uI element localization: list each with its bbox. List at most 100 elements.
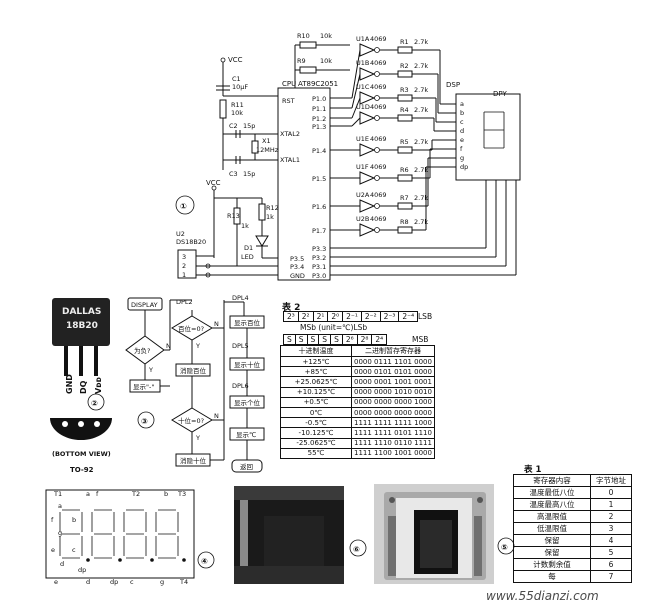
bits-lsb-cell-0: 2³ <box>283 311 299 322</box>
table2-decimal-cell: +125℃ <box>280 355 352 368</box>
figure-number-2: ② <box>91 399 98 408</box>
table1-content-cell: 每 <box>513 570 591 583</box>
table2-binary-cell: 1111 1110 0110 1111 <box>351 437 435 449</box>
resistor-value-6: 2.7k <box>414 194 428 202</box>
cpu-pin-left-2: GND <box>290 272 305 280</box>
display-dp-3 <box>182 558 186 562</box>
c3-label: C3 <box>229 170 238 178</box>
table1-content-cell: 高温限值 <box>513 510 591 523</box>
cpu-pin-left-0: P3.5 <box>290 255 304 263</box>
svg-text:1: 1 <box>182 271 186 279</box>
display-bottom-pin-1: d <box>86 578 90 586</box>
x1-label: X1 <box>262 137 271 145</box>
c1-value: 10μF <box>232 83 248 91</box>
dsp-seg-b: b <box>460 109 464 117</box>
table2-lsb-label: LSB <box>418 312 433 321</box>
svg-text:2: 2 <box>182 262 186 270</box>
r11-value: 10k <box>231 109 243 117</box>
table2-msb-label: MSB <box>412 335 429 344</box>
flow-tens-question: 十位=0? <box>178 416 204 425</box>
display-seg-g: g <box>58 529 62 537</box>
table2-binary-cell: 0000 0111 1101 0000 <box>351 355 435 368</box>
package-part: 18B20 <box>66 321 98 331</box>
dsp-seg-f: f <box>460 145 463 153</box>
figure-number-3: ③ <box>141 417 148 426</box>
table1-content-cell: 保留 <box>513 546 591 559</box>
bits-msb-cell-6: 2⁸ <box>356 334 373 345</box>
r12-value: 1k <box>266 213 274 221</box>
package-pin-vdd: Vᴅᴅ <box>94 377 103 394</box>
package-pin-gnd: GND <box>65 374 74 394</box>
r13-value: 1k <box>241 222 249 230</box>
resistor-value-4: 2.7k <box>414 138 428 146</box>
gate-u2a: U2A <box>356 191 370 199</box>
d1-value: LED <box>241 253 254 261</box>
table1-address-cell: 3 <box>590 522 632 535</box>
flow-dpl2: DPL2 <box>176 298 193 306</box>
table2-decimal-cell: -10.125℃ <box>280 427 352 439</box>
table2-binary-cell: 1111 1111 0101 1110 <box>351 427 435 439</box>
figure-number-6: ⑥ <box>353 545 360 554</box>
flow-dpl6: DPL6 <box>232 382 249 390</box>
gate-u2b: U2B <box>356 215 369 223</box>
cpu-pin-p1-5: P1.5 <box>312 175 326 183</box>
dsp-block <box>455 93 521 181</box>
table1-address-cell: 6 <box>590 558 632 571</box>
pin-xtal1: XTAL1 <box>280 156 300 164</box>
figure-number-4: ④ <box>201 557 208 566</box>
dsp-seg-d: d <box>460 127 464 135</box>
flow-n-1: N <box>166 342 171 350</box>
table1-address-cell: 7 <box>590 570 632 583</box>
flow-dpl4: DPL4 <box>232 294 249 302</box>
flow-y-3: Y <box>195 434 200 442</box>
display-digit-2 <box>123 509 147 559</box>
display-top-pin-4: b <box>164 490 168 498</box>
figure-number-3-circle <box>137 411 155 429</box>
resistor-r8: R8 <box>400 218 409 226</box>
vcc-label-bottom: VCC <box>206 179 221 187</box>
pin-rst: RST <box>282 97 295 105</box>
table1-header-content: 寄存器内容 <box>513 474 591 487</box>
display-digits <box>59 509 186 562</box>
resistor-value-3: 2.7k <box>414 106 428 114</box>
display-seg-c: c <box>72 546 76 554</box>
cpu-pin-p1-3: P1.3 <box>312 123 326 131</box>
r12-label: R12 <box>266 204 279 212</box>
resistor-value-2: 2.7k <box>414 86 428 94</box>
display-digit-1 <box>91 509 115 559</box>
c2-value: 15p <box>243 122 255 130</box>
flow-n-3: N <box>214 412 219 420</box>
dsp-seg-dp: dp <box>460 163 468 171</box>
table2-binary-cell: 0000 0101 0101 0000 <box>351 366 435 378</box>
bits-lsb-cell-3: 2⁰ <box>327 311 344 322</box>
cpu-pin-p1-7: P1.7 <box>312 227 326 235</box>
watermark: www.55dianzi.com <box>486 589 599 603</box>
display-dp-1 <box>118 558 122 562</box>
dsp-seg-e: e <box>460 136 464 144</box>
ds18b20-block <box>177 249 197 279</box>
resistor-value-1: 2.7k <box>414 62 428 70</box>
gate-u1a: U1A <box>356 35 370 43</box>
bits-lsb-cell-7: 2⁻⁴ <box>398 311 419 322</box>
gate-chip-4: 4069 <box>370 135 387 143</box>
circuit-diagram: CPU AT89C2051 RST XTAL2 XTAL1 P1.0P1.1P1… <box>175 32 521 281</box>
gate-chip-0: 4069 <box>370 35 387 43</box>
to92-package-figure: DALLAS 18B20 GND DQ Vᴅᴅ ② (BOTTOM VIEW) … <box>50 298 112 474</box>
flow-hundreds-question: 百位=0? <box>178 324 204 333</box>
gate-chip-7: 4069 <box>370 215 387 223</box>
table2-decimal-cell: +25.0625℃ <box>280 376 352 388</box>
resistor-r5: R5 <box>400 138 409 146</box>
r10-value: 10k <box>320 32 332 40</box>
display-bottom-pin-0: e <box>54 578 58 586</box>
